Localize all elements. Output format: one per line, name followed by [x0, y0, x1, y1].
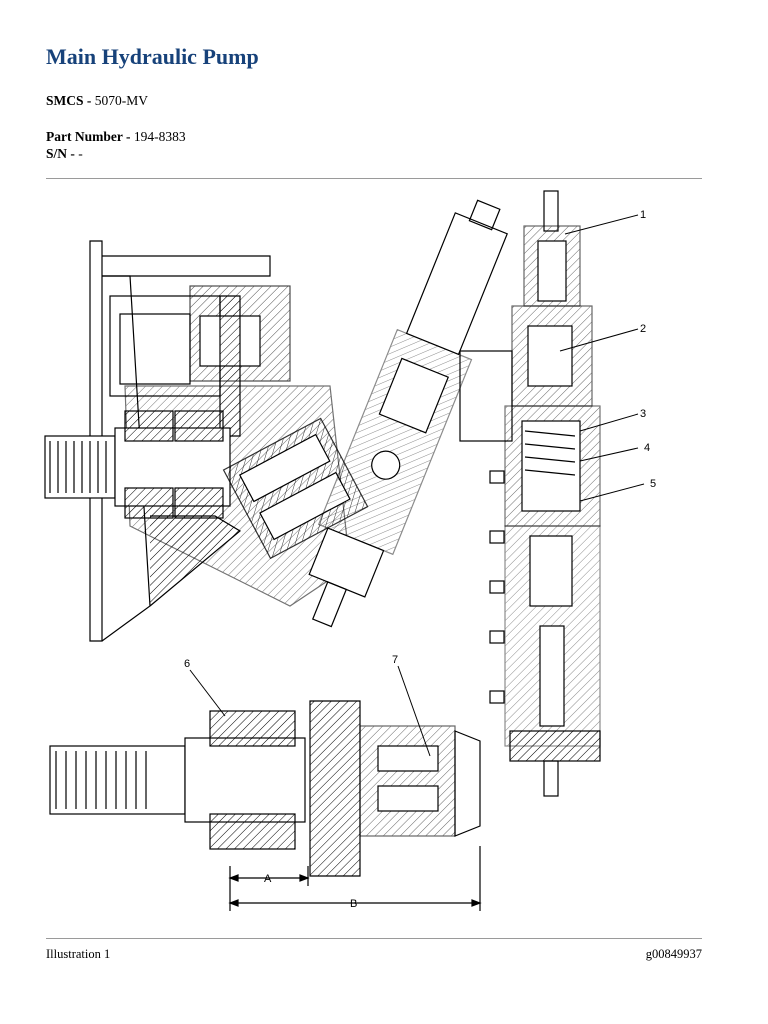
callout-4: 4: [644, 442, 650, 454]
illustration-caption: Illustration 1: [46, 947, 111, 961]
callout-5: 5: [650, 478, 656, 490]
callout-7: 7: [392, 654, 398, 666]
header-divider: [46, 178, 702, 179]
shaft-splines-left: [49, 441, 107, 493]
part-number-label: Part Number -: [46, 129, 134, 144]
serial-number-value: -: [78, 146, 83, 161]
callout-leaders: [189, 214, 645, 757]
spring-coils: [524, 430, 576, 476]
callout-1: 1: [640, 209, 646, 221]
serial-number-label: S/N -: [46, 146, 79, 161]
regulator-section-view: [459, 190, 601, 797]
callout-2: 2: [640, 323, 646, 335]
part-number-line: Part Number - 194-8383: [46, 128, 186, 145]
shaft-detail-view: [49, 700, 482, 911]
footer-divider: [46, 938, 702, 939]
part-number-value: 194-8383: [133, 129, 186, 144]
graphic-id: g00849937: [645, 947, 702, 961]
smcs-label: SMCS -: [46, 93, 95, 108]
shaft-splines-bottom: [55, 751, 147, 809]
page-title: Main Hydraulic Pump: [46, 44, 259, 69]
dimension-label-b: B: [350, 898, 357, 910]
callout-6: 6: [184, 658, 190, 670]
pump-side-view: [44, 199, 508, 642]
serial-number-line: S/N - -: [46, 145, 83, 162]
dimension-label-a: A: [264, 873, 272, 885]
smcs-value: 5070-MV: [94, 93, 149, 108]
smcs-line: SMCS - 5070-MV: [46, 92, 148, 109]
pump-cutaway-illustration: 1 2 3 4 5 6 7 A B: [44, 190, 656, 911]
callout-3: 3: [640, 408, 646, 420]
